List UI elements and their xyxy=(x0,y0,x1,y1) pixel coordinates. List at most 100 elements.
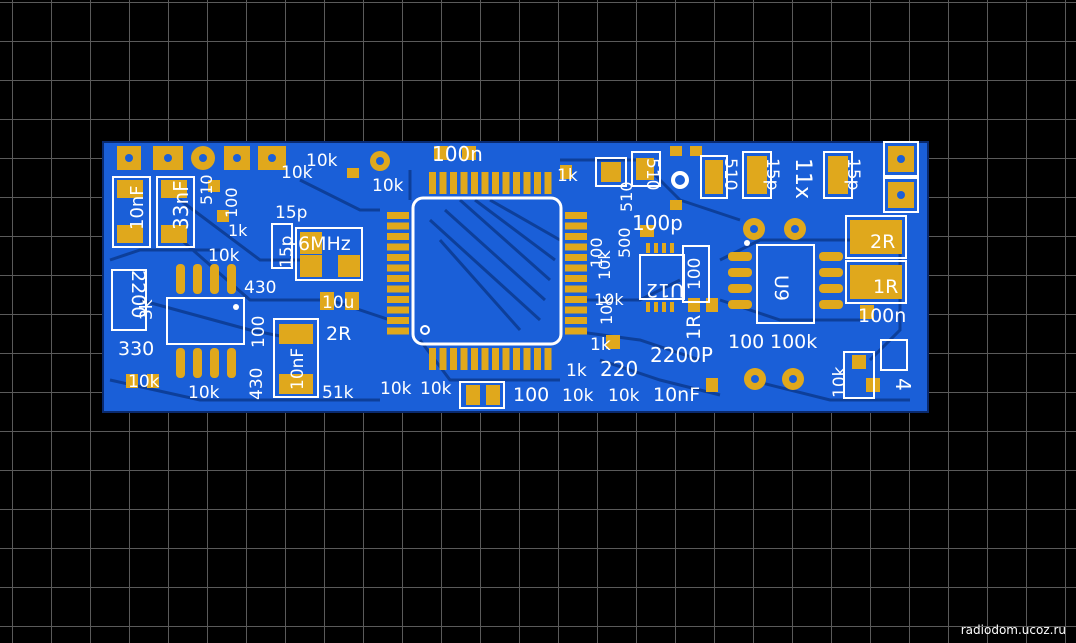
label-100n-r: 100n xyxy=(858,305,906,327)
label-100-b: 100 xyxy=(513,384,549,406)
label-510-b: 510 xyxy=(720,158,740,190)
label-510-a: 510 xyxy=(642,158,662,190)
label-220: 220 xyxy=(600,357,638,381)
label-1k-left: 1k xyxy=(228,221,248,240)
label-100k: 100k xyxy=(770,331,817,353)
label-510-d: 510 xyxy=(617,181,636,212)
mcu-pin-left xyxy=(387,296,409,303)
label-100n-top: 100n xyxy=(432,142,483,166)
mcu-pin-left xyxy=(387,327,409,335)
header-top-left xyxy=(117,146,286,170)
mcu-pin-top xyxy=(534,172,541,194)
mcu-pin-top xyxy=(429,172,436,194)
label-100-v: 100 xyxy=(222,187,241,218)
label-10k-left: 10k xyxy=(208,246,240,266)
label-1k-top: 1k xyxy=(557,166,578,186)
mcu-pin-left xyxy=(387,243,409,251)
label-1k-mid2: 1k xyxy=(566,361,587,381)
label-10nF-b: 10nF xyxy=(653,384,700,406)
label-10k-e: 10k xyxy=(188,383,220,403)
mcu-pins xyxy=(387,172,587,370)
label-33nF: 33nF xyxy=(169,180,193,230)
mcu-pin-right xyxy=(565,254,587,261)
mcu-pin-right xyxy=(565,243,587,251)
mcu-pin-bottom xyxy=(439,348,447,370)
mcu-pin-bottom xyxy=(429,348,436,370)
mcu-pin-right xyxy=(565,306,587,314)
label-10u: 10u xyxy=(322,293,354,313)
mcu-pin-right xyxy=(565,296,587,303)
label-3k: 3k xyxy=(137,299,157,320)
silk-labels: 10k 10k 10k 100n 1k 510 510 15p 11x 15p … xyxy=(118,142,915,406)
label-11x: 11x xyxy=(790,158,815,199)
label-10nF-left: 10nF xyxy=(127,185,148,230)
label-500: 500 xyxy=(615,227,634,258)
mcu-pin-left xyxy=(387,254,409,261)
smd-pads xyxy=(117,146,902,405)
header-right xyxy=(883,141,919,213)
silk-outlines xyxy=(111,151,908,409)
label-1R-a: 1R xyxy=(873,276,898,298)
label-15p-a: 15p xyxy=(762,158,782,190)
label-10k-d: 10k xyxy=(128,372,160,392)
mcu-pin-top xyxy=(460,172,468,194)
mcu-pin-top xyxy=(439,172,447,194)
mcu-pin-top xyxy=(481,172,489,194)
mcu-pin-right xyxy=(565,222,587,230)
label-1R-b: 1R xyxy=(683,315,705,340)
mcu-pin-bottom xyxy=(534,348,541,370)
mcu-pin-top xyxy=(502,172,510,194)
label-10nF-mid: 10nF xyxy=(288,348,308,390)
mcu-pin-right xyxy=(565,285,587,293)
label-10k-v: 10k xyxy=(595,250,614,280)
mcu-pin-right xyxy=(565,264,587,272)
label-430: 430 xyxy=(244,278,276,298)
mcu-pin-bottom xyxy=(450,348,457,370)
mcu-pin-left xyxy=(387,222,409,230)
label-100-c: 100 xyxy=(728,331,764,353)
mcu-pin-right xyxy=(565,317,587,324)
soic-u9 xyxy=(728,240,843,324)
mcu-pin-top xyxy=(450,172,457,194)
mcu-pin-left xyxy=(387,285,409,293)
mcu-pin-left xyxy=(387,212,409,219)
label-15p-c: 15p xyxy=(275,203,307,223)
mcu-pin-bottom xyxy=(502,348,510,370)
mcu-pin-left xyxy=(387,233,409,240)
label-u9: U9 xyxy=(770,275,792,301)
label-10k-a: 10k xyxy=(306,151,338,171)
label-2R-a: 2R xyxy=(870,231,895,253)
label-51k: 51k xyxy=(322,383,354,403)
label-2R-b: 2R xyxy=(326,323,351,345)
mcu-pin-left xyxy=(387,264,409,272)
mcu-pin-bottom xyxy=(523,348,531,370)
mcu-pin-bottom xyxy=(460,348,468,370)
label-1k-mid: 1k xyxy=(590,335,611,355)
mcu-pin-top xyxy=(492,172,499,194)
mcu-pin-top xyxy=(513,172,520,194)
mcu-pin-bottom xyxy=(513,348,520,370)
label-15p-d: 15p xyxy=(277,236,297,268)
label-10k-g: 10k xyxy=(420,379,452,399)
mcu-pin-top xyxy=(523,172,531,194)
through-hole-pads xyxy=(370,151,806,390)
label-2200P: 2200P xyxy=(650,343,713,367)
label-10k-h: 10k xyxy=(562,386,594,406)
mcu-pin-bottom xyxy=(492,348,499,370)
label-10k-r: 10k xyxy=(830,366,850,398)
mcu-pin-bottom xyxy=(481,348,489,370)
label-6MHz: 6MHz xyxy=(298,233,351,255)
label-2200: 2200 xyxy=(127,270,149,318)
label-10k-b: 10k xyxy=(281,163,313,183)
label-10k-i: 10k xyxy=(608,386,640,406)
label-100u: 100 xyxy=(249,316,269,348)
mcu-pin-right xyxy=(565,327,587,335)
label-10k-c: 10k xyxy=(372,176,404,196)
label-430-v: 430 xyxy=(247,368,267,400)
label-330: 330 xyxy=(118,338,154,360)
label-4: 4 xyxy=(891,378,915,391)
mcu-pin-left xyxy=(387,306,409,314)
soic-left xyxy=(166,264,245,378)
watermark-text: radiodom.ucoz.ru xyxy=(960,623,1066,637)
